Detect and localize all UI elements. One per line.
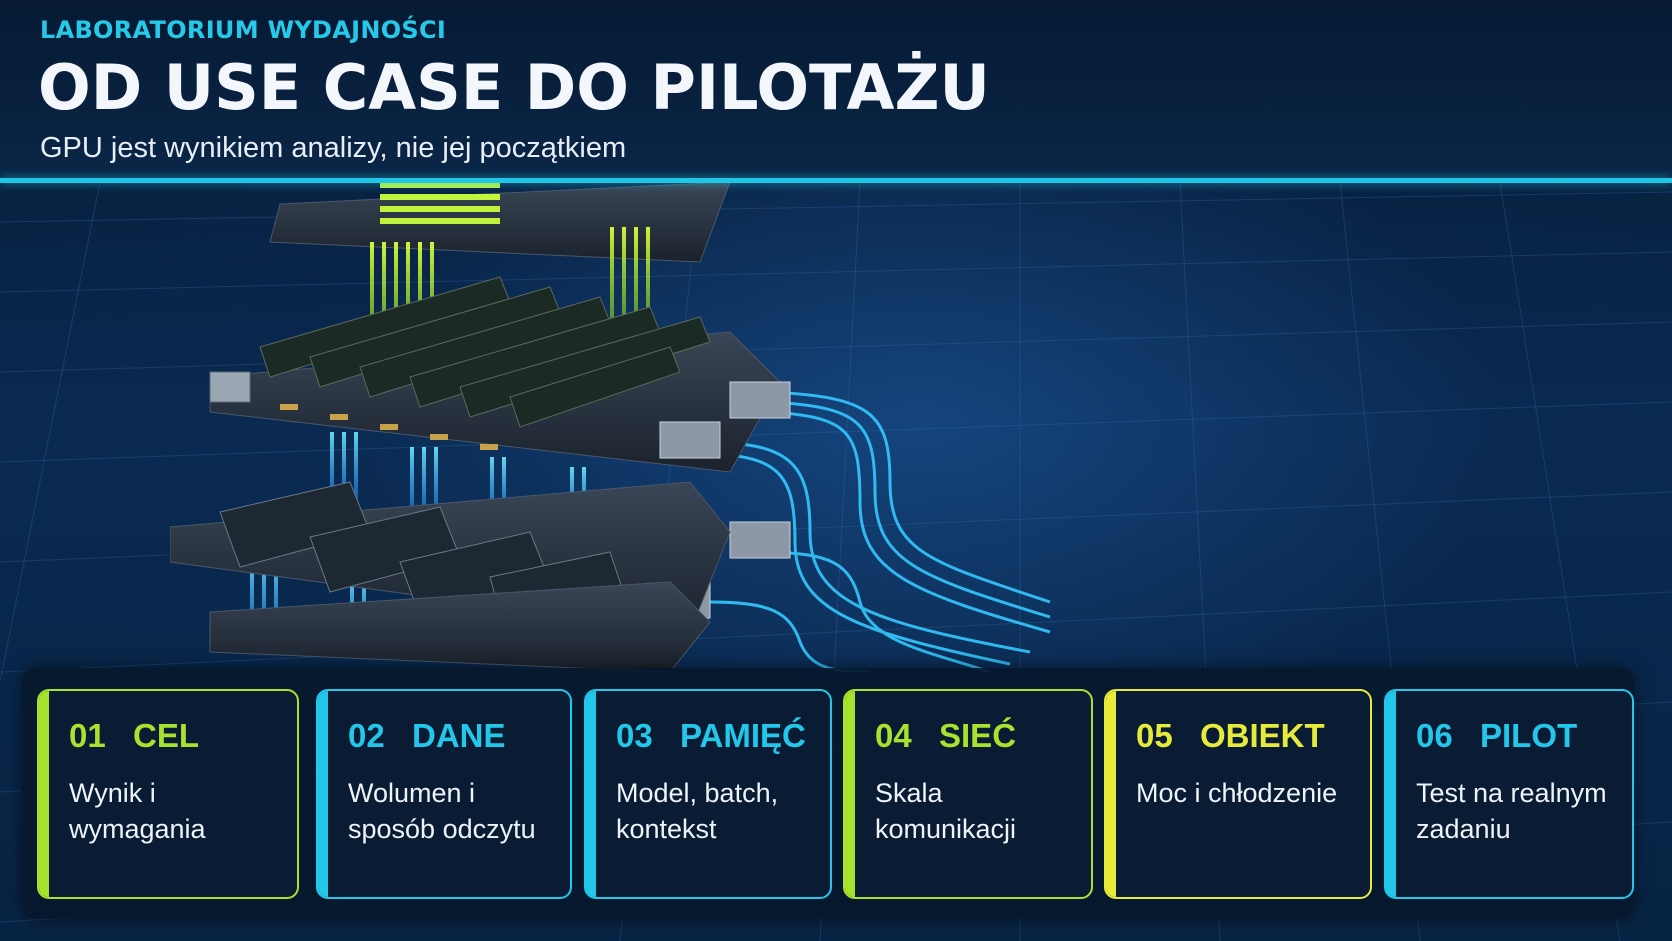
step-number: 04 <box>875 717 912 754</box>
page-subtitle: GPU jest wynikiem analizy, nie jej począ… <box>40 132 627 164</box>
eyebrow-label: LABORATORIUM WYDAJNOŚCI <box>40 16 447 44</box>
step-name: OBIEKT <box>1200 717 1325 754</box>
step-number: 02 <box>348 717 385 754</box>
step-accent-bar <box>845 691 855 897</box>
step-accent-bar <box>1386 691 1396 897</box>
step-card-pilot: 06 PILOT Test na realnym zadaniu <box>1384 689 1634 899</box>
step-number: 01 <box>69 717 106 754</box>
step-description: Model, batch, kontekst <box>616 778 779 844</box>
step-name: PILOT <box>1480 717 1578 754</box>
step-description: Wolumen i sposób odczytu <box>348 778 536 844</box>
step-description: Test na realnym zadaniu <box>1416 778 1607 844</box>
step-number: 06 <box>1416 717 1453 754</box>
step-description: Wynik i wymagania <box>69 778 206 844</box>
header: LABORATORIUM WYDAJNOŚCI OD USE CASE DO P… <box>0 0 1672 180</box>
step-name: SIEĆ <box>939 717 1017 754</box>
step-accent-bar <box>318 691 328 897</box>
step-accent-bar <box>586 691 596 897</box>
step-number: 05 <box>1136 717 1173 754</box>
step-card-obiekt: 05 OBIEKT Moc i chłodzenie <box>1104 689 1372 899</box>
step-name: DANE <box>412 717 506 754</box>
step-accent-bar <box>1106 691 1116 897</box>
step-number: 03 <box>616 717 653 754</box>
server-hardware-stack-icon <box>170 182 1051 672</box>
step-name: CEL <box>133 717 199 754</box>
header-divider <box>0 178 1672 183</box>
step-card-pamiec: 03 PAMIĘĆ Model, batch, kontekst <box>584 689 832 899</box>
step-card-cel: 01 CEL Wynik i wymagania <box>37 689 299 899</box>
step-card-dane: 02 DANE Wolumen i sposób odczytu <box>316 689 572 899</box>
step-name: PAMIĘĆ <box>680 717 806 754</box>
page-title: OD USE CASE DO PILOTAŻU <box>38 51 990 124</box>
step-accent-bar <box>39 691 49 897</box>
step-card-siec: 04 SIEĆ Skala komunikacji <box>843 689 1093 899</box>
step-description: Moc i chłodzenie <box>1136 778 1338 808</box>
step-description: Skala komunikacji <box>875 778 1017 844</box>
